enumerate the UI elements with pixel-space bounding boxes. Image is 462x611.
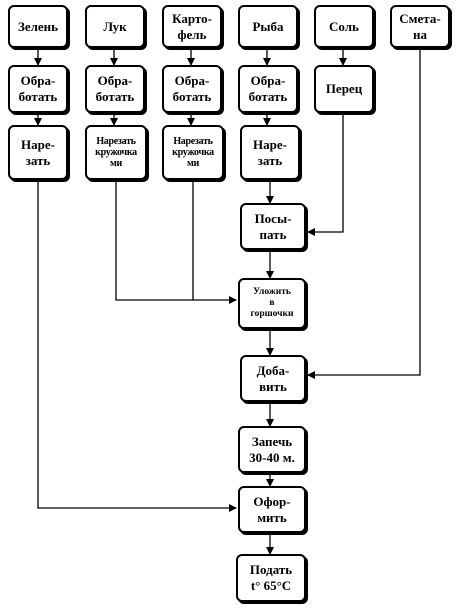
arrow-narezat-zelen-to-oformit <box>37 180 237 512</box>
node-narezat-luk: Нарезать кружочка ми <box>85 125 147 180</box>
node-zelen: Зелень <box>8 5 68 48</box>
arrow-perec-to-posypat <box>307 113 344 236</box>
node-narezat-zelen: Наре- зать <box>8 125 68 180</box>
arrow-narezat-luk-to-ulozhit <box>115 180 237 304</box>
node-smetana: Смета- на <box>390 5 450 48</box>
node-obrabotat-ryba: Обра- ботать <box>238 65 298 113</box>
node-luk: Лук <box>85 5 145 48</box>
node-obrabotat-zelen: Обра- ботать <box>8 65 68 113</box>
node-obrabotat-kartofel: Обра- ботать <box>162 65 222 113</box>
node-dobavit: Доба- вить <box>240 355 306 402</box>
node-kartofel: Карто- фель <box>162 5 222 48</box>
node-posypat: Посы- пать <box>240 203 306 250</box>
node-obrabotat-luk: Обра- ботать <box>85 65 145 113</box>
node-ulozhit: Уложить в горшочки <box>238 278 306 329</box>
node-ryba: Рыба <box>238 5 298 48</box>
node-perec: Перец <box>314 65 374 113</box>
node-zapech: Запечь 30-40 м. <box>238 426 306 473</box>
node-oformit: Офор- мить <box>238 486 306 533</box>
node-sol: Соль <box>314 5 374 48</box>
arrow-smetana-to-dobavit <box>307 48 421 379</box>
node-podat: Подать t° 65°С <box>236 554 306 602</box>
node-narezat-kartofel: Нарезать кружочка ми <box>162 125 224 180</box>
node-narezat-ryba: Наре- зать <box>240 125 300 180</box>
